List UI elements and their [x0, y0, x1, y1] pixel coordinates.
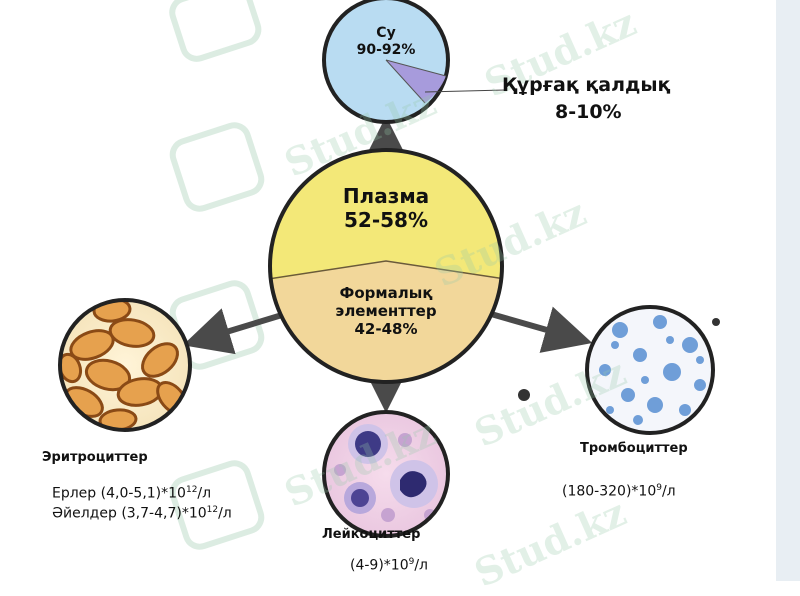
thrombocytes-value: (180-320)*109/л	[562, 483, 676, 500]
diagram-graphics	[58, 0, 720, 550]
erythrocytes-circle	[58, 298, 192, 432]
plasma-value: 52-58%	[343, 208, 428, 232]
water-value: 90-92%	[356, 42, 416, 58]
thrombocytes-circle	[585, 305, 715, 435]
watermark-logos	[169, 0, 265, 550]
speck-dot	[712, 318, 720, 326]
formed-elements-label-line1: Формалық	[339, 284, 433, 302]
formed-elements-label-line2: элементтер	[335, 302, 437, 320]
erythrocytes-men-value: Ерлер (4,0-5,1)*1012/л	[52, 485, 212, 502]
plasma-label: Плазма	[342, 184, 430, 208]
right-edge-strip	[776, 0, 800, 581]
leukocytes-value: (4-9)*109/л	[350, 557, 429, 574]
formed-elements-value: 42-48%	[354, 320, 418, 338]
blood-composition-diagram: Stud.kz Stud.kz Stud.kz Stud.kz Stud.kz …	[42, 0, 800, 596]
thrombocytes-label: Тромбоциттер	[580, 441, 688, 456]
dry-residue-value: 8-10%	[555, 101, 622, 123]
erythrocytes-women-value: Әйелдер (3,7-4,7)*1012/л	[52, 505, 232, 522]
leukocytes-circle	[322, 410, 450, 538]
leukocytes-label: Лейкоциттер	[322, 527, 421, 542]
erythrocytes-label: Эритроциттер	[42, 450, 148, 465]
speck-dot	[518, 389, 530, 401]
water-circle	[322, 0, 506, 124]
water-label: Су	[376, 25, 396, 41]
dry-residue-label: Құрғақ қалдық	[502, 74, 671, 96]
